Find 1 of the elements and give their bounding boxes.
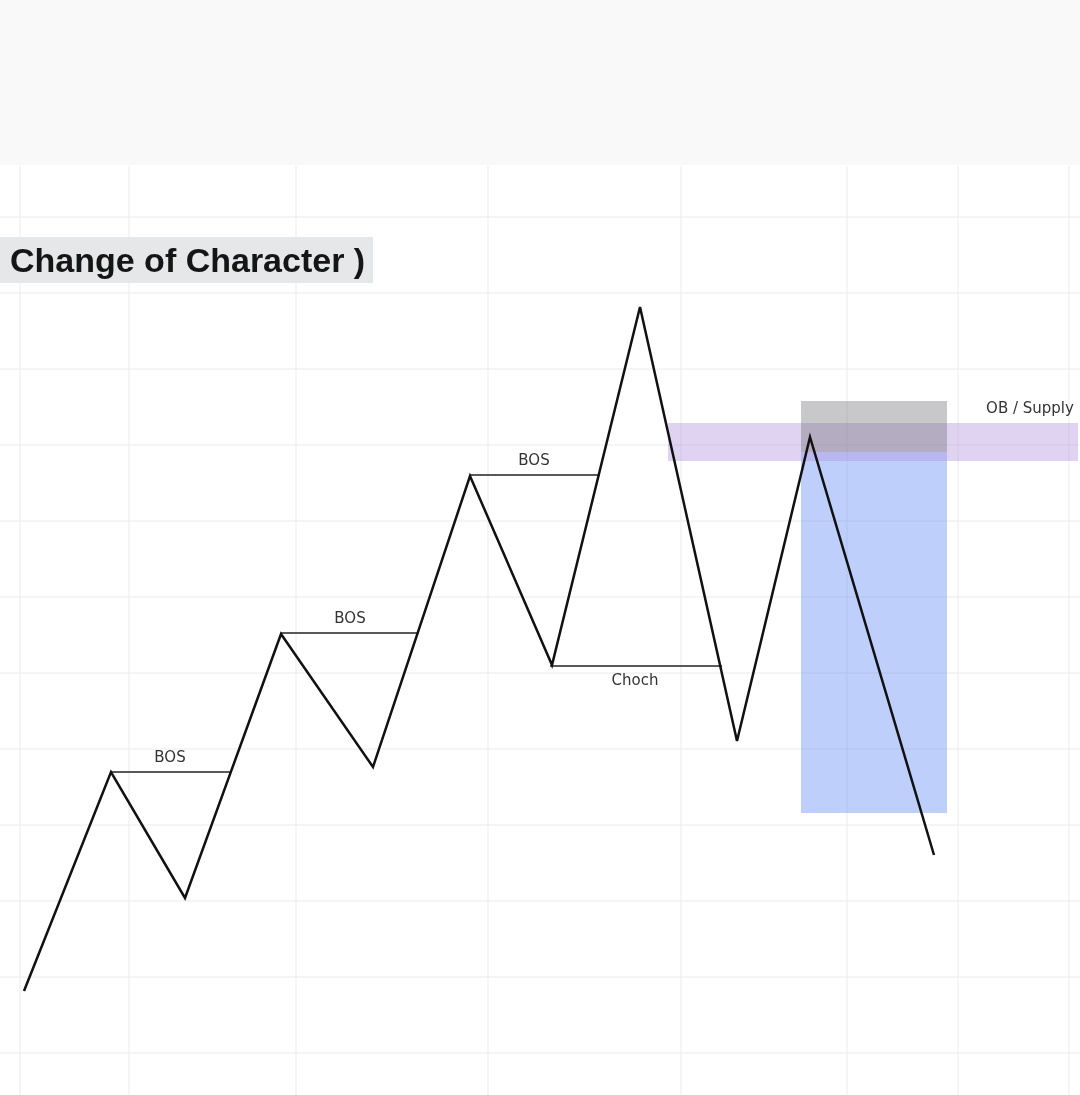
chart-title: Change of Character ) [0, 237, 374, 283]
